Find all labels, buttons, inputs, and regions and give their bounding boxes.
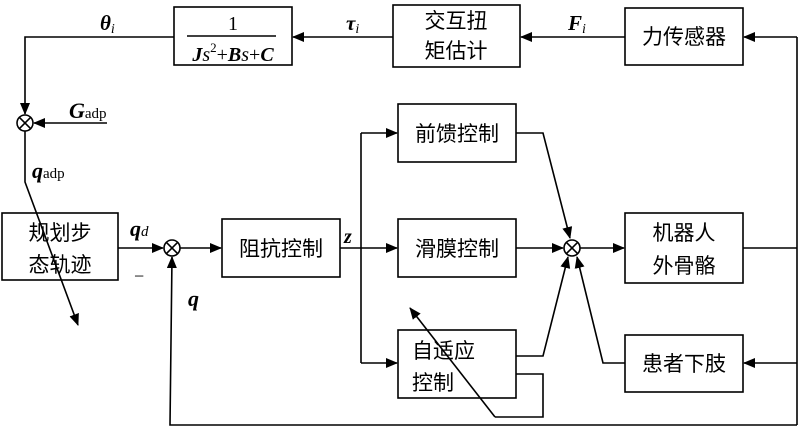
- feedforward-to-sum-arrow: [516, 132, 573, 239]
- F-i-label: Fi: [567, 11, 586, 37]
- patient-to-sum-arrow: [574, 256, 625, 364]
- gait-planner-block: [1, 212, 119, 281]
- adaptive-to-sum-arrow: [516, 256, 571, 357]
- adaptation-sum-junction: [16, 114, 34, 132]
- qadp-adjust-arrow: [24, 131, 79, 326]
- adaptive-control-line2: 控制: [412, 371, 454, 395]
- impedance-control-block: [221, 218, 341, 278]
- q-d-label: qd: [130, 216, 149, 241]
- gait-planner-line1: 规划步: [29, 221, 92, 245]
- tau-i-label: τi: [346, 11, 359, 37]
- tf-denominator: Js2+Bs+C: [191, 40, 274, 66]
- theta-to-sum-arrow: [20, 36, 174, 115]
- q-feedback-arrow: [166, 256, 797, 426]
- exoskeleton-line1: 机器人: [653, 221, 716, 245]
- torque-estimator-line2: 矩估计: [425, 39, 488, 63]
- gait-planner-line2: 态轨迹: [29, 253, 92, 277]
- tf-numerator: 1: [228, 13, 238, 35]
- q-adp-label: qadp: [32, 158, 65, 183]
- adaptive-loop-line: [495, 373, 544, 418]
- adaptive-control-line1: 自适应: [412, 339, 475, 363]
- impedance-control-label: 阻抗控制: [239, 237, 323, 261]
- minus-sign: −: [134, 266, 144, 286]
- sliding-mode-control-label: 滑膜控制: [415, 237, 499, 261]
- exoskeleton-block: [624, 212, 744, 284]
- torque-estimator-line1: 交互扭: [425, 9, 488, 33]
- patient-limb-label: 患者下肢: [642, 352, 726, 376]
- force-sensor-label: 力传感器: [642, 25, 726, 49]
- q-feedback-label: q: [188, 286, 199, 311]
- theta-i-label: θi: [100, 11, 115, 37]
- torque-estimator-block: [392, 4, 521, 68]
- adaptive-tuning-arrow: [409, 307, 496, 418]
- adaptive-control-block: [397, 329, 517, 399]
- force-sensor-block: [624, 7, 744, 66]
- z-label: z: [343, 226, 352, 248]
- exoskeleton-line2: 外骨骼: [653, 254, 716, 278]
- feedforward-control-label: 前馈控制: [415, 122, 499, 146]
- G-adp-label: Gadp: [69, 98, 107, 123]
- control-sum-junction: [563, 239, 581, 257]
- sliding-mode-control-block: [397, 218, 517, 278]
- feedforward-control-block: [397, 103, 517, 163]
- reference-sum-junction: [163, 239, 181, 257]
- patient-limb-block: [624, 334, 744, 393]
